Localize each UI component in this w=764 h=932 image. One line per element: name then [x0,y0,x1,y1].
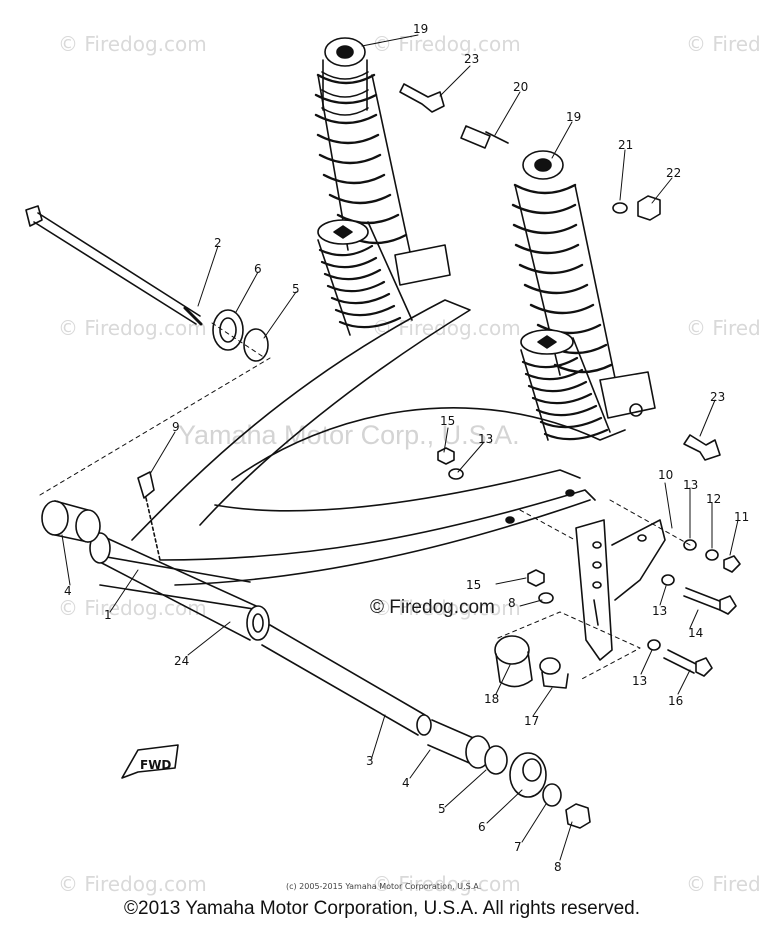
torque-bracket [575,519,666,661]
watermark-bottom-right: © Fired [686,872,761,896]
leader-lines [61,34,739,861]
bracket-hardware [437,447,741,677]
callout-3: 3 [366,754,374,768]
callout-10: 10 [658,468,674,482]
collar-parts [494,635,569,689]
callout-6b: 6 [478,820,486,834]
callout-5a: 5 [292,282,300,296]
firedog-label: © Firedog.com [370,597,495,618]
grease-nipple-leader [145,497,161,561]
watermark-bottom-left: © Firedog.com [58,872,207,896]
callout-12: 12 [706,492,722,506]
forward-arrow: FWD [121,744,179,779]
lower-bushing-stack [427,719,591,829]
callout-2: 2 [214,236,222,250]
footer-copyright: ©2013 Yamaha Motor Corporation, U.S.A. A… [124,898,640,919]
pivot-shaft [261,624,432,736]
callout-16: 16 [668,694,684,708]
callout-13a: 13 [478,432,494,446]
callout-6a: 6 [254,262,262,276]
watermark-mid-left: © Firedog.com [58,316,207,340]
swingarm [89,299,626,641]
callout-4a: 4 [64,584,72,598]
callout-14: 14 [688,626,704,640]
callout-22: 22 [666,166,682,180]
watermark-top-center: © Firedog.com [372,32,521,56]
callout-7: 7 [514,840,522,854]
callout-18: 18 [484,692,500,706]
callout-1: 1 [104,608,112,622]
fwd-label: FWD [140,758,171,772]
callout-15a: 15 [440,414,456,428]
callout-13d: 13 [632,674,648,688]
rear-shock-right [511,150,656,441]
watermark-low-left: © Firedog.com [58,596,207,620]
callout-11: 11 [734,510,750,524]
small-copyright: (c) 2005-2015 Yamaha Motor Corporation, … [286,882,482,891]
assembly-guides [39,322,691,681]
pivot-bolt [25,205,269,362]
callout-4b: 4 [402,776,410,790]
callout-21: 21 [618,138,634,152]
callout-15b: 15 [466,578,482,592]
callout-19b: 19 [566,110,582,124]
watermark-top-right: © Fired [686,32,761,56]
callout-17: 17 [524,714,540,728]
callout-5b: 5 [438,802,446,816]
watermark-mid-right: © Fired [686,316,761,340]
callout-23a: 23 [464,52,480,66]
watermark-bottom-center: © Firedog.com [372,872,521,896]
upper-shock-bolts [399,83,721,461]
callout-19a: 19 [413,22,429,36]
grease-nipple [137,471,155,499]
callout-20: 20 [513,80,529,94]
bushing-top [41,500,101,543]
callout-23b: 23 [710,390,726,404]
callout-24: 24 [174,654,190,668]
watermark-low-center: © Firedog.com [372,596,521,620]
callout-13b: 13 [683,478,699,492]
center-watermark: Yamaha Motor Corp., U.S.A. [178,420,520,450]
callout-9: 9 [172,420,180,434]
callout-8b: 8 [554,860,562,874]
rear-shock-left [314,37,451,336]
watermark-top-left: © Firedog.com [58,32,207,56]
callout-8a: 8 [508,596,516,610]
callout-13c: 13 [652,604,668,618]
